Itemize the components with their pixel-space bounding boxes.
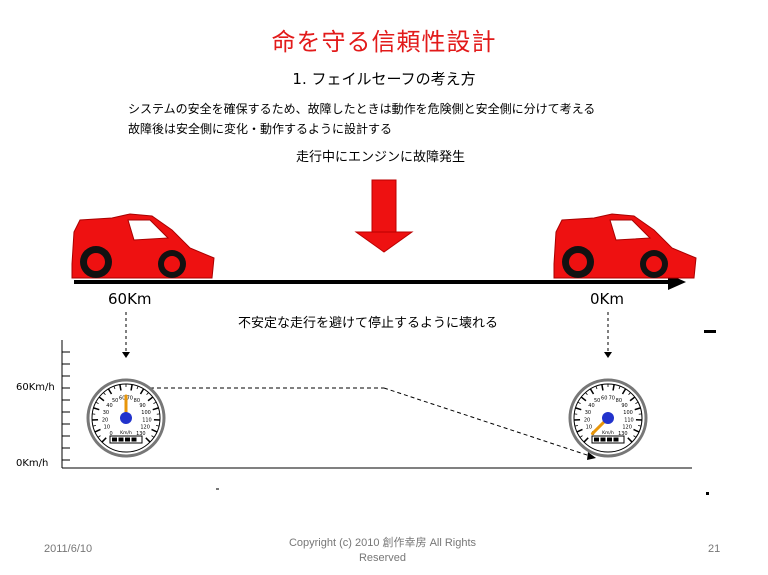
gauge-scale-label: 110 bbox=[624, 417, 634, 423]
footer-date: 2011/6/10 bbox=[44, 543, 93, 555]
gauge-scale-label: 40 bbox=[588, 403, 594, 409]
caption: 不安定な走行を避けて停止するように壊れる bbox=[238, 316, 499, 331]
decorative-mark bbox=[704, 330, 716, 333]
footer-page-number: 21 bbox=[708, 543, 721, 555]
gauge-scale-label: 40 bbox=[106, 403, 112, 409]
drop-lines bbox=[122, 312, 612, 358]
gauge-scale-label: 120 bbox=[140, 425, 150, 431]
gauge-scale-label: 130 bbox=[136, 431, 146, 437]
gauge-scale-label: 130 bbox=[618, 431, 628, 437]
gauge-scale-label: 80 bbox=[616, 398, 622, 404]
speed-trace bbox=[150, 387, 596, 460]
gauge-scale-label: 50 bbox=[594, 398, 600, 404]
slide-subtitle: 1. フェイルセーフの考え方 bbox=[292, 70, 476, 88]
gauge-scale-label: 60 bbox=[601, 395, 607, 401]
gauge-scale-label: 20 bbox=[102, 417, 108, 423]
gauge-scale-label: 100 bbox=[623, 410, 633, 416]
speed-start-label: 60Km bbox=[108, 290, 152, 308]
gauge-scale-label: 0 bbox=[110, 431, 113, 437]
gauge-scale-label: 80 bbox=[134, 398, 140, 404]
y-axis-label-60: 60Km/h bbox=[16, 382, 55, 393]
gauge-scale-label: 110 bbox=[142, 417, 152, 423]
car-left bbox=[71, 213, 215, 279]
speed-end-label: 0Km bbox=[590, 290, 624, 308]
event-label: 走行中にエンジンに故障発生 bbox=[296, 150, 466, 165]
gauge-scale-label: 120 bbox=[622, 425, 632, 431]
gauge-scale-label: 70 bbox=[127, 395, 133, 401]
gauge-scale-label: 90 bbox=[139, 403, 145, 409]
gauge-scale-label: 50 bbox=[112, 398, 118, 404]
gauge-scale-label: 10 bbox=[104, 425, 110, 431]
gauge-scale-label: 60 bbox=[119, 395, 125, 401]
gauge-scale-label: 100 bbox=[141, 410, 151, 416]
footer-copyright: Copyright (c) 2010 創作幸房 All Rights Reser… bbox=[288, 537, 477, 564]
failure-arrow bbox=[354, 179, 414, 253]
decorative-mark bbox=[216, 488, 219, 490]
car-right bbox=[553, 213, 697, 279]
gauge-scale-label: 70 bbox=[609, 395, 615, 401]
gauge-scale-label: 10 bbox=[586, 425, 592, 431]
description-line-1: システムの安全を確保するため、故障したときは動作を危険側と安全側に分けて考える bbox=[128, 102, 596, 116]
gauge-unit-label: Km/h bbox=[602, 430, 614, 436]
gauge-scale-label: 30 bbox=[585, 410, 591, 416]
speed-chart-axes bbox=[61, 340, 692, 469]
gauge-scale-label: 20 bbox=[584, 417, 590, 423]
gauge-scale-label: 30 bbox=[103, 410, 109, 416]
gauge-scale-label: 90 bbox=[621, 403, 627, 409]
decorative-mark bbox=[706, 492, 709, 495]
description-line-2: 故障後は安全側に変化・動作するように設計する bbox=[128, 122, 393, 136]
slide-title: 命を守る信頼性設計 bbox=[271, 28, 497, 56]
gauge-unit-label: Km/h bbox=[120, 430, 132, 436]
y-axis-label-0: 0Km/h bbox=[16, 458, 49, 469]
